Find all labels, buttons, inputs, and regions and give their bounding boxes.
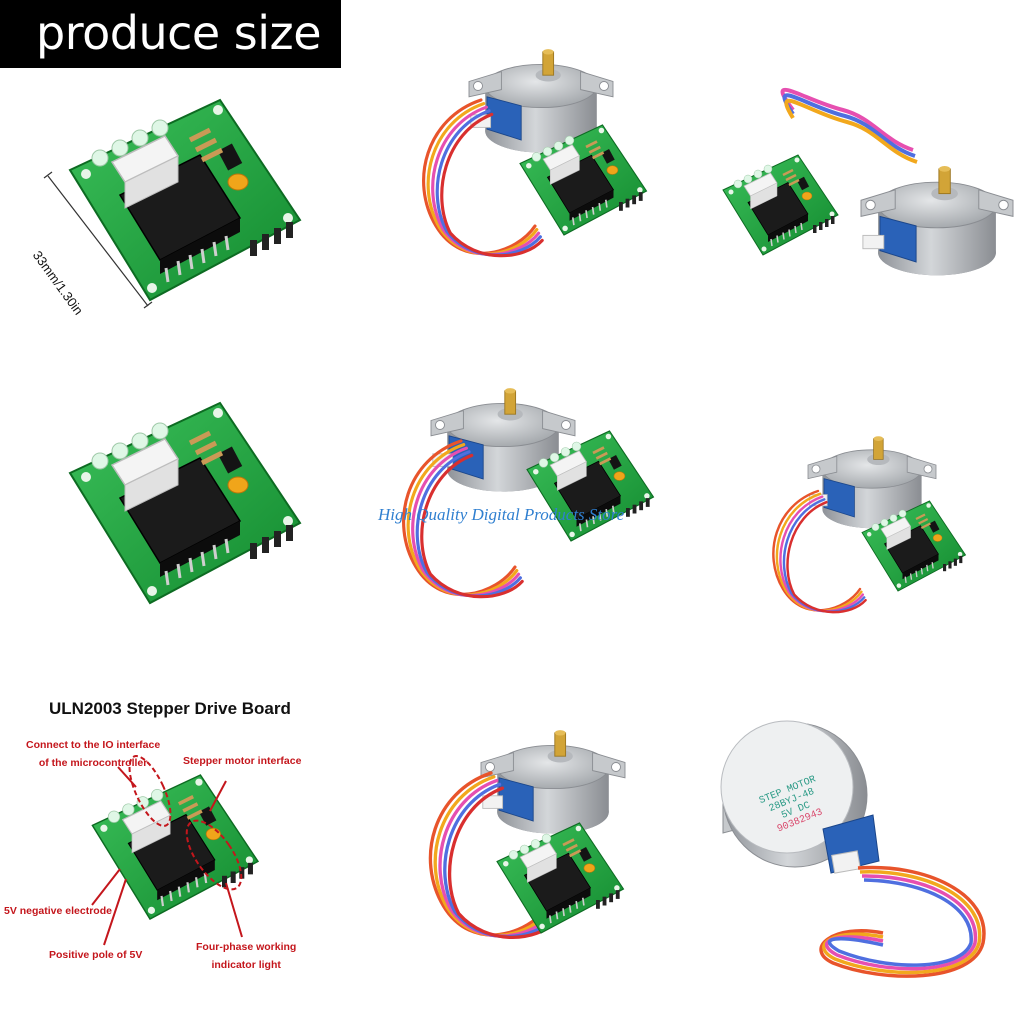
board-diagram-panel <box>0 683 341 1024</box>
callout-motor-interface: Stepper motor interface <box>183 755 302 767</box>
callout-io-interface: Connect to the IO interface of the micro… <box>26 739 161 769</box>
callout-indicator-light: Four-phase working indicator light <box>196 941 297 971</box>
motor-and-board-image <box>422 48 648 258</box>
callout-negative-electrode: 5V negative electrode <box>4 905 112 917</box>
motor-kit-photo-4 <box>683 341 1024 682</box>
motor-and-board-image <box>428 729 626 940</box>
stepper-motor-image <box>720 720 986 978</box>
driver-board-image <box>43 0 341 309</box>
motor-and-board-image <box>721 87 1014 276</box>
callout-positive-pole: Positive pole of 5V <box>49 949 143 961</box>
diagram-title: ULN2003 Stepper Drive Board <box>49 699 291 718</box>
produce-size-banner: produce size <box>0 0 341 68</box>
motor-kit-photo-5 <box>341 683 682 1024</box>
motor-kit-photo-2 <box>683 0 1024 341</box>
store-watermark: High Quality Digital Products Store <box>378 505 625 524</box>
motor-and-board-image <box>772 435 967 614</box>
annotated-board-image <box>90 755 260 946</box>
board-size-panel <box>0 0 341 341</box>
motor-kit-photo-1 <box>341 0 682 341</box>
dimension-line <box>47 175 149 307</box>
board-photo <box>0 341 341 682</box>
motor-closeup-photo <box>683 683 1024 1024</box>
driver-board-image <box>0 341 341 682</box>
